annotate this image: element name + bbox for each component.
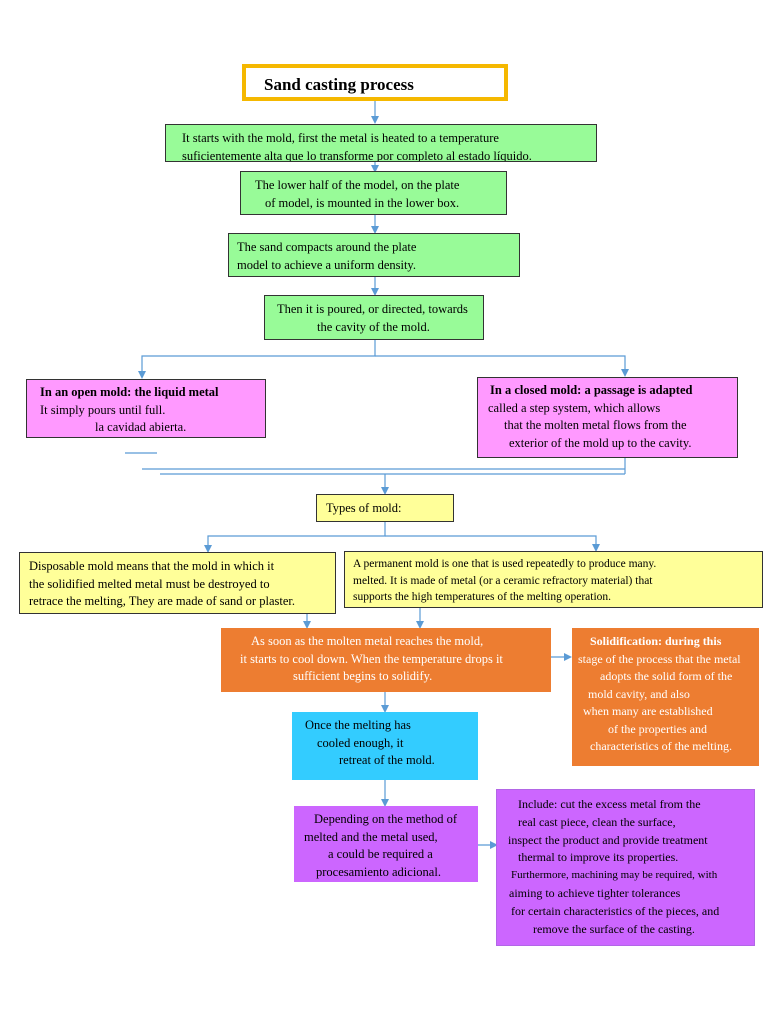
include-line: thermal to improve its properties. <box>518 850 679 865</box>
solidification-line: characteristics of the melting. <box>590 739 732 753</box>
closed-mold-line: that the molten metal flows from the <box>504 418 687 432</box>
closed-mold-line: called a step system, which allows <box>488 400 661 415</box>
step-text-line: It starts with the mold, first the metal… <box>182 131 499 145</box>
solidification-box: Solidification: during this stage of the… <box>572 628 759 766</box>
include-line: Include: cut the excess metal from the <box>518 797 701 811</box>
closed-mold-heading: In a closed mold: a passage is adapted <box>490 383 693 397</box>
cooling-line: As soon as the molten metal reaches the … <box>251 634 484 648</box>
include-line: real cast piece, clean the surface, <box>518 814 676 829</box>
include-box: Include: cut the excess metal from the r… <box>496 789 755 946</box>
cooled-line: Once the melting has <box>305 718 411 732</box>
open-mold-heading: In an open mold: the liquid metal <box>40 385 219 399</box>
solidification-heading: Solidification: during this <box>590 634 722 648</box>
disposable-line: the solidified melted metal must be dest… <box>29 576 270 591</box>
step-text-line: The lower half of the model, on the plat… <box>255 178 460 192</box>
cooled-line: retreat of the mold. <box>339 753 435 767</box>
disposable-line: retrace the melting, They are made of sa… <box>29 594 295 608</box>
disposable-mold-box: Disposable mold means that the mold in w… <box>19 552 336 614</box>
include-line: Furthermore, machining may be required, … <box>511 869 718 882</box>
diagram-title: Sand casting process <box>242 64 508 101</box>
permanent-line: melted. It is made of metal (or a cerami… <box>353 574 653 587</box>
closed-mold-line: exterior of the mold up to the cavity. <box>509 435 692 450</box>
include-line: inspect the product and provide treatmen… <box>508 832 708 847</box>
step-text-line: The sand compacts around the plate <box>237 240 417 254</box>
solidification-line: stage of the process that the metal <box>578 651 741 666</box>
cooling-line: sufficient begins to solidify. <box>293 669 433 683</box>
cooled-enough-box: Once the melting has cooled enough, it r… <box>292 712 478 780</box>
solidification-line: mold cavity, and also <box>588 686 690 701</box>
solidification-line: of the properties and <box>608 721 707 736</box>
permanent-line: supports the high temperatures of the me… <box>353 591 612 603</box>
step-text-line: of model, is mounted in the lower box. <box>265 195 460 210</box>
disposable-line: Disposable mold means that the mold in w… <box>29 559 275 573</box>
permanent-mold-box: A permanent mold is one that is used rep… <box>344 551 763 608</box>
step-lower-half: The lower half of the model, on the plat… <box>240 171 507 215</box>
depending-line: procesamiento adicional. <box>316 864 441 879</box>
step-sand-compacts: The sand compacts around the plate model… <box>228 233 520 277</box>
depending-line: Depending on the method of <box>314 812 458 826</box>
step-heat-metal: It starts with the mold, first the metal… <box>165 124 597 162</box>
open-mold-box: In an open mold: the liquid metal It sim… <box>26 379 266 438</box>
depending-line: a could be required a <box>328 847 433 861</box>
solidification-line: adopts the solid form of the <box>600 669 733 683</box>
depending-line: melted and the metal used, <box>304 829 438 844</box>
step-text-line: Then it is poured, or directed, towards <box>277 302 468 316</box>
cooled-line: cooled enough, it <box>317 735 404 750</box>
step-text-line: the cavity of the mold. <box>317 319 430 334</box>
open-mold-line: It simply pours until full. <box>40 402 166 417</box>
include-line: for certain characteristics of the piece… <box>511 903 720 918</box>
permanent-line: A permanent mold is one that is used rep… <box>353 558 657 570</box>
include-line: remove the surface of the casting. <box>533 921 695 936</box>
step-text-line: model to achieve a uniform density. <box>237 257 416 272</box>
cooling-line: it starts to cool down. When the tempera… <box>240 651 503 666</box>
depending-box: Depending on the method of melted and th… <box>294 806 478 882</box>
step-poured: Then it is poured, or directed, towards … <box>264 295 484 340</box>
step-text-line: suficientemente alta que lo transforme p… <box>182 148 532 162</box>
closed-mold-box: In a closed mold: a passage is adapted c… <box>477 377 738 458</box>
types-of-mold: Types of mold: <box>316 494 454 522</box>
cooling-box: As soon as the molten metal reaches the … <box>221 628 551 692</box>
include-line: aiming to achieve tighter tolerances <box>509 885 681 900</box>
solidification-line: when many are established <box>583 704 713 718</box>
types-of-mold-label: Types of mold: <box>326 501 402 515</box>
open-mold-line: la cavidad abierta. <box>95 420 187 434</box>
